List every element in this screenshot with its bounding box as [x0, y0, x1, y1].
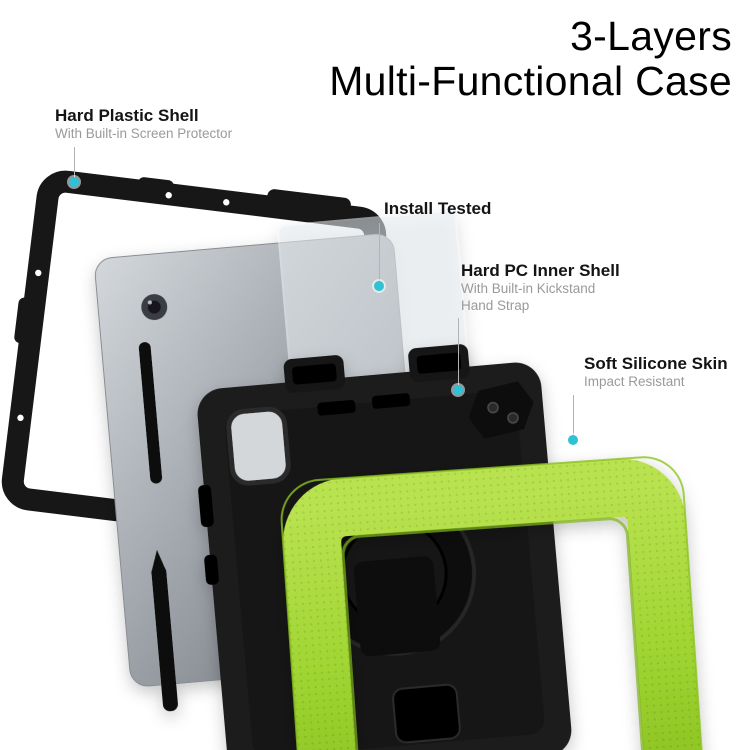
leader-line-1: [74, 147, 75, 178]
side-cutout: [204, 554, 219, 585]
callout-hard-plastic-shell: Hard Plastic Shell With Built-in Screen …: [55, 105, 232, 143]
frame-left-bump: [14, 297, 33, 344]
leader-line-4: [573, 395, 574, 435]
callout-label: Hard Plastic Shell: [55, 106, 199, 125]
inner-shell-top-slot: [292, 363, 337, 385]
callout-sublabel: With Built-in Screen Protector: [55, 126, 233, 142]
silicone-outer-edge: [280, 456, 707, 750]
corner-armor-plate: [468, 381, 534, 439]
kickstand: [353, 556, 441, 657]
frame-screw-hole: [35, 269, 42, 277]
bottom-port-opening: [392, 683, 461, 744]
frame-top-tab: [266, 189, 351, 218]
frame-button-bump: [137, 177, 174, 197]
vent-slot: [317, 399, 356, 416]
callout-label: Install Tested: [384, 199, 492, 218]
callout-label: Hard PC Inner Shell: [461, 261, 620, 280]
soft-silicone-skin-layer: [280, 456, 707, 750]
silicone-inner-edge: [341, 517, 646, 750]
page-title: 3-Layers Multi-Functional Case: [329, 13, 732, 105]
frame-screw-hole: [165, 192, 172, 199]
stylus-pen: [138, 342, 163, 484]
hard-pc-inner-shell-layer: [197, 344, 572, 750]
leader-line-2: [379, 223, 380, 281]
callout-sublabel: With Built-in Kickstand: [461, 281, 596, 297]
inner-shell-top-slot: [416, 352, 462, 374]
callout-dot-4: [568, 435, 578, 445]
frame-screw-hole: [223, 199, 230, 206]
title-line-1: 3-Layers: [570, 13, 732, 59]
leader-line-3: [458, 318, 459, 385]
callout-install-tested: Install Tested: [384, 198, 491, 219]
callout-sublabel: Hand Strap: [461, 297, 530, 313]
armor-screw: [487, 401, 499, 414]
side-cutout: [198, 484, 214, 528]
armor-screw: [507, 412, 519, 424]
tablet-camera-glint: [147, 300, 152, 305]
camera-cutout: [228, 409, 289, 484]
callout-sublabel: Impact Resistant: [584, 374, 685, 390]
callout-label: Soft Silicone Skin: [584, 354, 728, 373]
callout-dot-1: [69, 177, 79, 187]
callout-soft-silicone-skin: Soft Silicone Skin Impact Resistant: [584, 353, 728, 391]
callout-dot-2: [374, 281, 384, 291]
frame-screw-hole: [17, 414, 24, 422]
title-line-2: Multi-Functional Case: [329, 58, 732, 105]
callout-dot-3: [453, 385, 463, 395]
camera-cutout-rim: [226, 406, 291, 486]
silicone-frame-texture: [283, 458, 704, 750]
s-pen-body: [151, 565, 178, 712]
vent-slot: [371, 393, 411, 409]
callout-hard-pc-inner-shell: Hard PC Inner Shell With Built-in Kickst…: [461, 260, 620, 314]
